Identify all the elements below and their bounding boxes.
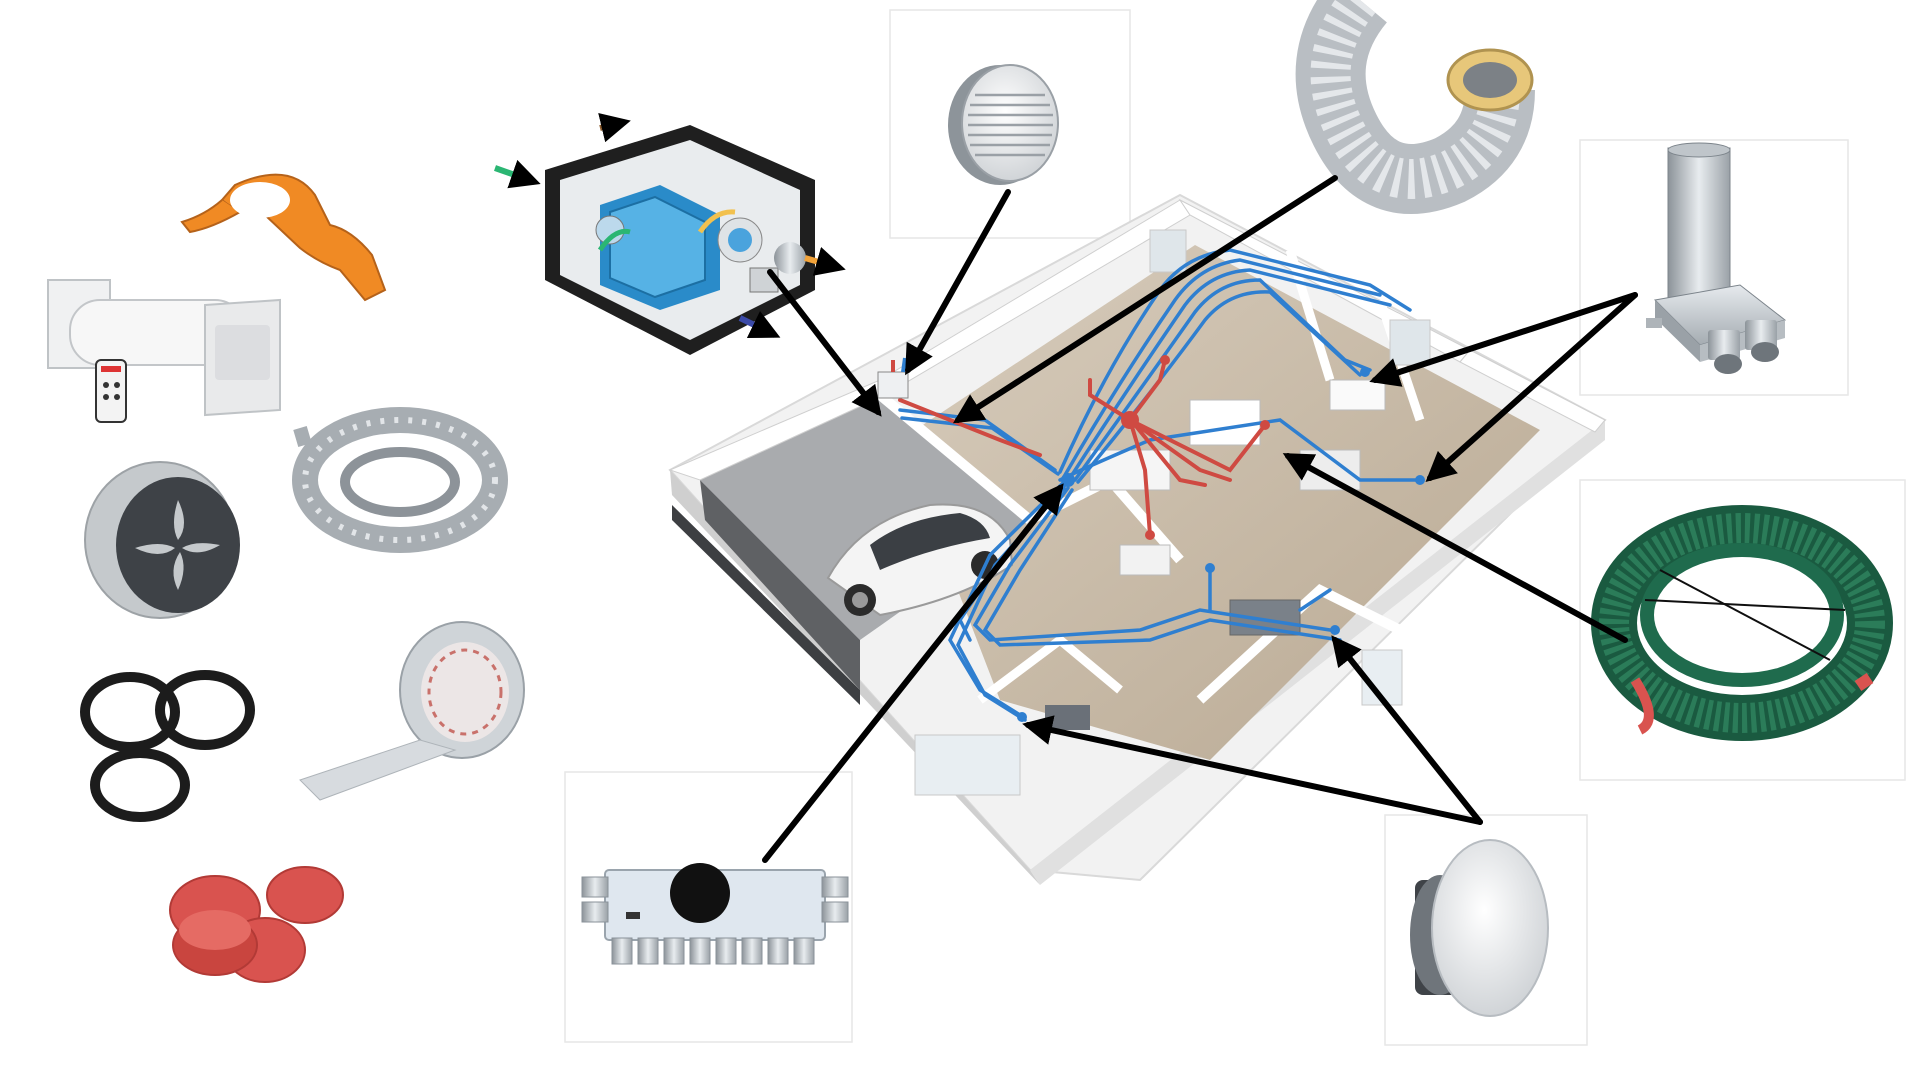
sealing-ring-icon (80, 670, 255, 822)
corrugated-hose-roll-icon (1591, 505, 1893, 741)
flexible-duct-icon (1295, 0, 1535, 214)
arrow-duct (952, 175, 1338, 424)
arrow-valve-1 (1022, 715, 1483, 825)
installed-unit (877, 357, 909, 399)
arrow-hose (1282, 453, 1628, 643)
wall-fan-icon (47, 279, 281, 417)
arrow-distribution (762, 483, 1064, 863)
arrow-plenum-2 (1425, 292, 1638, 482)
supply-ducts (898, 248, 1425, 722)
arrow-plenum-1 (1369, 292, 1638, 387)
ventilation-unit-cutaway-icon (494, 113, 846, 355)
perforated-strap-icon (292, 407, 508, 553)
round-grille-icon (948, 64, 1059, 185)
arrow-unit (767, 269, 882, 417)
insulated-plug-icon (84, 461, 240, 619)
pointer-arrows (762, 175, 1638, 863)
plenum-box-icon (1646, 142, 1787, 374)
extract-ducts (898, 355, 1270, 540)
arrow-valve-2 (1331, 635, 1483, 825)
distribution-box-icon (581, 863, 849, 965)
aluminium-tape-icon (299, 621, 525, 801)
end-cap-icon (169, 866, 344, 983)
disc-valve-icon (1410, 839, 1549, 1017)
remote-icon (95, 359, 127, 423)
arrow-grille (905, 189, 1011, 376)
wrench-icon (180, 173, 387, 302)
